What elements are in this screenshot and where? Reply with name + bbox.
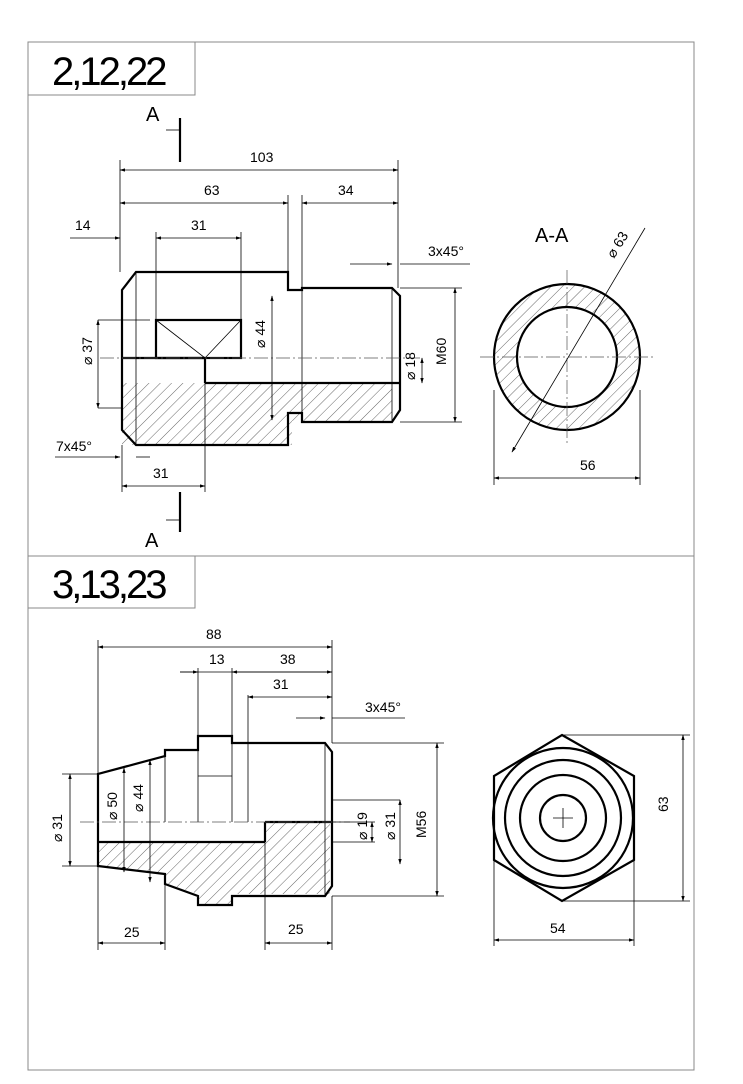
- dim-63: 63: [204, 182, 220, 198]
- hex-end-view: 63 54: [491, 733, 690, 946]
- drawing-2: 3,13,23 88 13 38: [49, 563, 690, 950]
- section-mark-top: A: [146, 104, 160, 126]
- dim-dia-44: ⌀ 44: [252, 320, 268, 348]
- part-1-outline: [100, 270, 420, 447]
- dim-chamfer-2: 3x45°: [365, 699, 401, 715]
- dim-14: 14: [75, 217, 91, 233]
- section-mark-bottom: A: [145, 530, 159, 552]
- dim-34: 34: [338, 182, 354, 198]
- dimensions-2: 88 13 38 31 3x45° ⌀ 31 ⌀ 50 ⌀ 44: [49, 626, 444, 950]
- dim-31-bottom: 31: [153, 465, 169, 481]
- variant-label-2: 3,13,23: [52, 563, 166, 607]
- variant-label-1: 2,12,22: [52, 50, 166, 94]
- dim-chamfer-right-1: 3x45°: [428, 243, 464, 259]
- hex-dim-54: 54: [550, 920, 566, 936]
- dim-103: 103: [250, 149, 274, 165]
- dimensions-1: 103 63 34 14 31 3x45° ⌀ 37 ⌀ 44 ⌀ 18: [55, 149, 470, 492]
- section-dia-63: ⌀ 63: [603, 228, 631, 260]
- dim-dia-18: ⌀ 18: [402, 352, 418, 380]
- section-view-a-a: A-A ⌀ 63 56: [480, 225, 655, 485]
- dim-88: 88: [206, 626, 222, 642]
- dim-dia-50: ⌀ 50: [104, 792, 120, 820]
- dim-thread-m60: M60: [433, 338, 449, 365]
- section-marks-1: A A: [145, 104, 182, 552]
- dim-dia-31-left: ⌀ 31: [49, 814, 65, 842]
- section-title: A-A: [535, 225, 569, 247]
- dim-31-thread: 31: [273, 676, 289, 692]
- dim-13: 13: [209, 651, 225, 667]
- dim-dia-37: ⌀ 37: [79, 337, 95, 365]
- section-width-56: 56: [580, 457, 596, 473]
- part-2-outline: [80, 734, 350, 907]
- dim-38: 38: [280, 651, 296, 667]
- drawing-1: 2,12,22 A A: [52, 50, 655, 552]
- dim-dia-31-bore: ⌀ 31: [382, 812, 398, 840]
- dim-31-bore: 31: [191, 217, 207, 233]
- hex-dim-63: 63: [655, 796, 671, 812]
- dim-25-bore: 25: [288, 921, 304, 937]
- dim-chamfer-left-1: 7x45°: [56, 438, 92, 454]
- sheet-frames: [27, 41, 695, 1071]
- dim-dia-44-2: ⌀ 44: [130, 784, 146, 812]
- dim-25-left: 25: [124, 924, 140, 940]
- dim-dia-19: ⌀ 19: [354, 812, 370, 840]
- dim-thread-m56: M56: [413, 811, 429, 838]
